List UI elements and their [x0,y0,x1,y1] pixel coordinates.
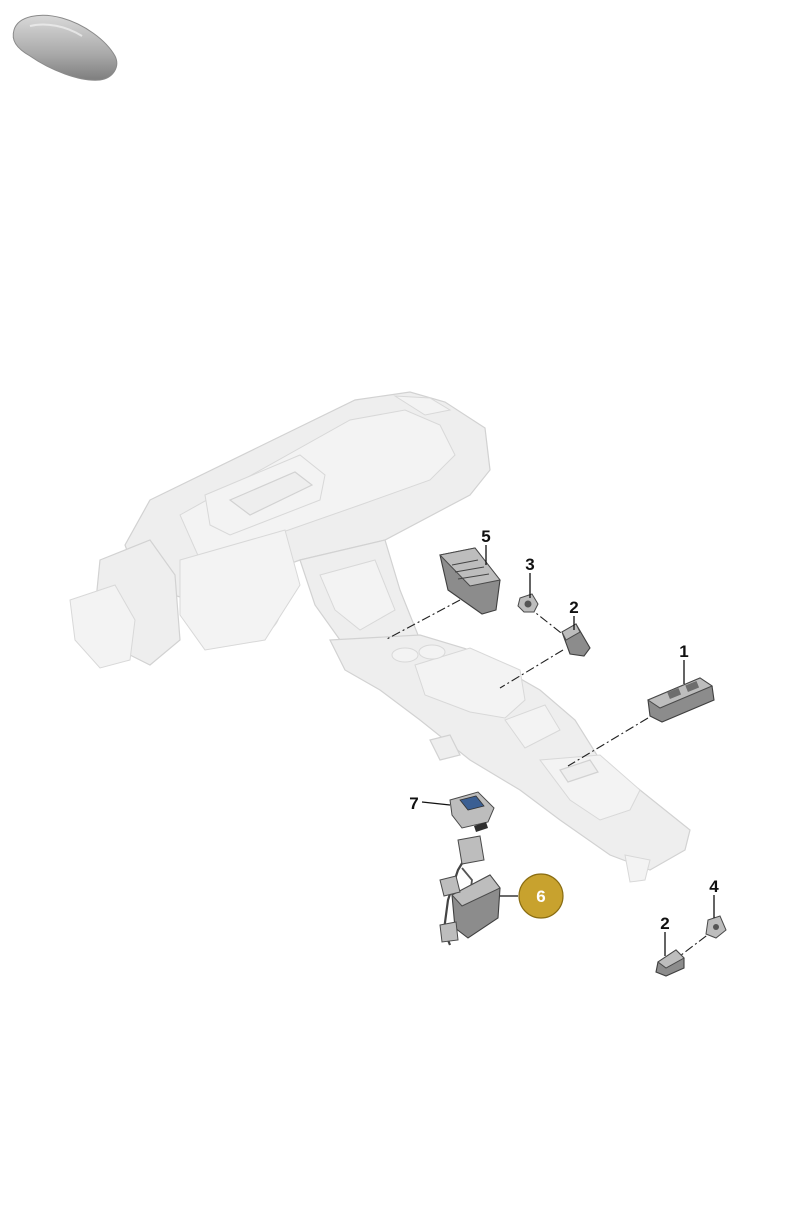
callout-6: 6 [536,887,545,906]
leader-lines [421,545,715,956]
callout-7[interactable]: 7 [409,794,418,813]
part-1-switch-module[interactable] [646,677,715,723]
dashboard-background-drawing [69,391,691,883]
callout-3[interactable]: 3 [525,555,534,574]
callout-4[interactable]: 4 [709,877,719,896]
part-6-control-unit[interactable] [439,835,501,946]
part-7-usb-housing[interactable] [449,791,495,832]
part-2-connector-lower[interactable] [655,949,685,977]
part-4-clip-lower[interactable] [705,915,727,939]
callout-5[interactable]: 5 [481,527,490,546]
part-3-clip[interactable] [517,593,539,613]
part-2-connector-upper[interactable] [561,623,591,657]
callout-2-upper[interactable]: 2 [569,598,578,617]
car-silhouette-icon[interactable] [12,14,118,81]
callouts: 5 3 2 1 7 4 2 6 [409,527,719,933]
highlight-badge-circle [518,873,564,919]
callout-2-lower[interactable]: 2 [660,914,669,933]
callout-1[interactable]: 1 [679,642,688,661]
callout-6-highlighted-badge[interactable]: 6 [518,873,564,919]
part-5-switch-panel[interactable] [439,547,501,615]
